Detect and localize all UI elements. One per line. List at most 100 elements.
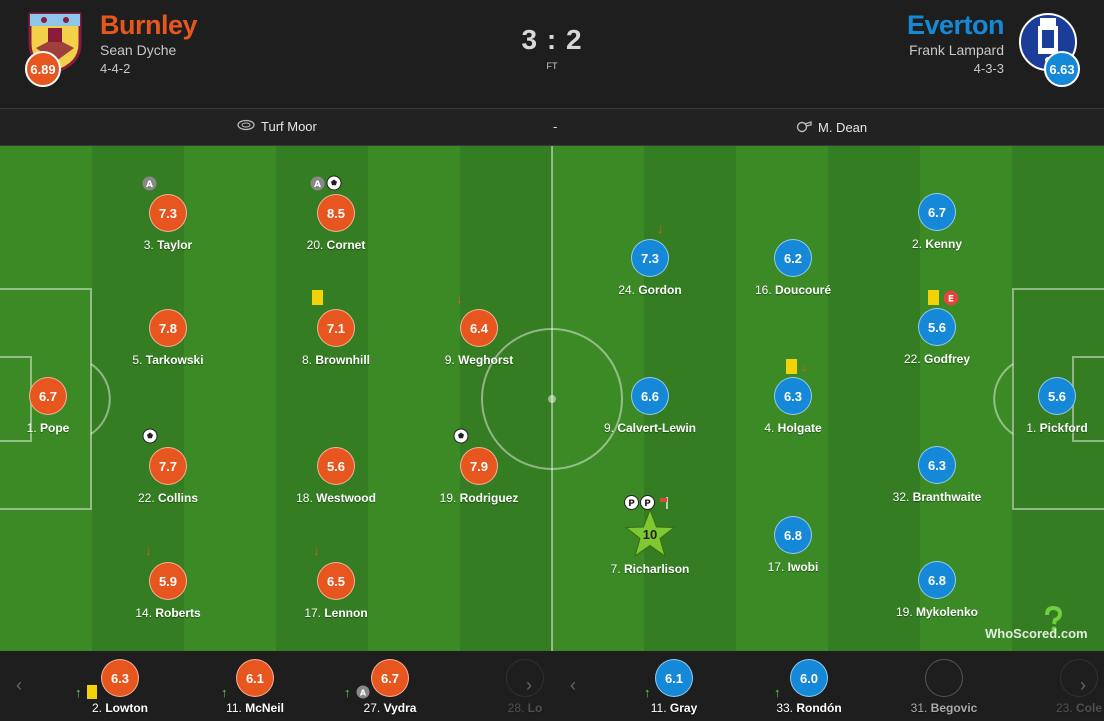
player-rating — [1060, 659, 1098, 697]
venue: Turf Moor — [237, 119, 317, 134]
away-team-name[interactable]: Everton — [906, 10, 1005, 40]
player-number: 16. — [754, 283, 772, 297]
player-number: 7. — [610, 562, 621, 576]
away-substitute[interactable]: 31. Begovic — [884, 659, 1004, 715]
player-rating: 6.2 — [774, 239, 812, 277]
info-separator: - — [553, 119, 558, 134]
away-subs-prev-icon[interactable]: ‹ — [570, 675, 576, 695]
home-substitute[interactable]: 28. Lo — [465, 659, 585, 715]
player-name: Pope — [40, 421, 70, 435]
player-name: Roberts — [155, 606, 201, 620]
goal-ball-icon — [326, 175, 342, 196]
player-name: Kenny — [925, 237, 963, 251]
player-name: Iwobi — [787, 560, 819, 574]
player-name: Weghorst — [458, 353, 514, 367]
away-substitute[interactable]: 23. Cole — [1019, 659, 1104, 715]
player-rating: 6.5 — [317, 562, 355, 600]
home-player[interactable]: 6.5 17. Lennon — [276, 562, 396, 620]
player-label: 9. Calvert-Lewin — [590, 421, 710, 435]
home-team-name[interactable]: Burnley — [100, 10, 198, 40]
player-name: Vydra — [383, 701, 417, 715]
svg-text:P: P — [644, 499, 651, 509]
stadium-icon — [237, 119, 255, 134]
match-info-bar: Turf Moor - M. Dean — [0, 108, 1104, 146]
player-label: 18. Westwood — [276, 491, 396, 505]
player-number: 24. — [618, 283, 635, 297]
home-subs-prev-icon[interactable]: ‹ — [16, 675, 22, 695]
player-number: 11. — [226, 701, 242, 715]
yellow-card-icon — [928, 290, 939, 305]
player-rating: 6.1 — [236, 659, 274, 697]
home-team-rating: 6.89 — [25, 51, 61, 87]
penalty-icon: P — [640, 495, 655, 515]
sub-on-arrow-icon: ↑ — [75, 685, 82, 700]
svg-text:E: E — [948, 295, 954, 305]
player-rating — [925, 659, 963, 697]
player-name: Branthwaite — [912, 490, 982, 504]
player-name: Brownhill — [315, 353, 371, 367]
player-name: Tarkowski — [145, 353, 204, 367]
home-player[interactable]: 5.9 14. Roberts — [108, 562, 228, 620]
sub-off-arrow-icon: ↓ — [313, 543, 320, 558]
sub-off-arrow-icon: ↓ — [456, 291, 463, 306]
player-name: Calvert-Lewin — [617, 421, 697, 435]
player-number: 11. — [650, 701, 667, 715]
player-rating: 6.6 — [631, 377, 669, 415]
player-number: 4. — [764, 421, 775, 435]
player-label: 17. Iwobi — [733, 560, 853, 574]
player-label: 14. Roberts — [108, 606, 228, 620]
player-number: 3. — [143, 238, 154, 252]
player-rating: 7.1 — [317, 309, 355, 347]
player-name: Gray — [669, 701, 698, 715]
player-rating: 5.6 — [1038, 377, 1076, 415]
player-number: 33. — [776, 701, 793, 715]
player-name: Lo — [527, 701, 543, 715]
player-name: Cole — [1076, 701, 1103, 715]
player-number: 5. — [132, 353, 143, 367]
referee-name: M. Dean — [818, 120, 868, 135]
player-label: 17. Lennon — [276, 606, 396, 620]
match-header: 6.89 Burnley Sean Dyche 4-4-2 3 : 2 FT E… — [0, 0, 1104, 108]
away-formation: 4-3-3 — [973, 61, 1004, 76]
away-player[interactable]: 6.6 9. Calvert-Lewin — [590, 377, 710, 435]
player-rating: 7.3 — [631, 239, 669, 277]
player-label: 16. Doucouré — [733, 283, 853, 297]
player-label: 7. Richarlison — [590, 562, 710, 576]
yellow-card-icon — [312, 290, 323, 305]
player-rating: 7.3 — [149, 194, 187, 232]
away-player[interactable]: 6.2 16. Doucouré — [733, 239, 853, 297]
away-manager: Frank Lampard — [909, 42, 1004, 58]
player-number: 18. — [296, 491, 313, 505]
corner-flag-icon — [657, 495, 671, 515]
svg-text:P: P — [628, 499, 635, 509]
player-rating: 6.7 — [29, 377, 67, 415]
player-label: 28. Lo — [465, 701, 585, 715]
sub-on-arrow-icon: ↑ — [644, 685, 651, 700]
player-rating: 6.0 — [790, 659, 828, 697]
player-rating: 5.9 — [149, 562, 187, 600]
player-label: 19. Rodriguez — [419, 491, 539, 505]
